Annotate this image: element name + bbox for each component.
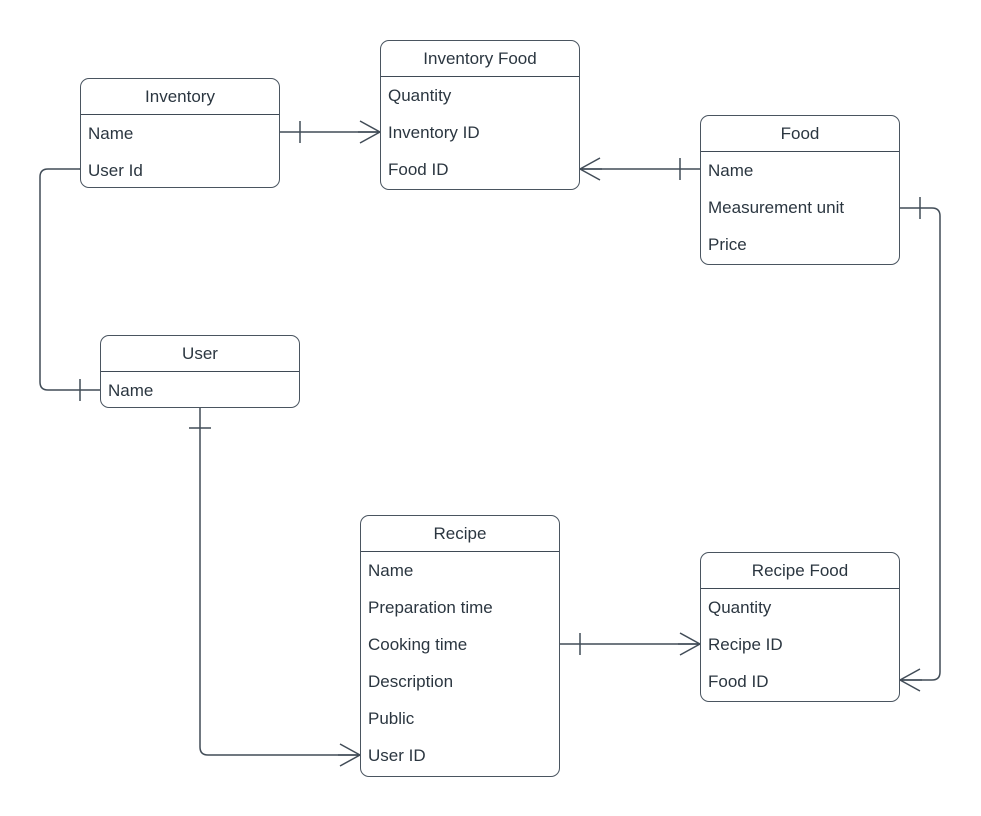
entity-title-recipe-food: Recipe Food [701, 553, 899, 589]
cardinality-many-crowsfoot-recipe-userid [338, 743, 361, 767]
attribute-row: Cooking time [368, 635, 468, 654]
attribute-row: Name [708, 161, 754, 180]
attribute-row: Price [708, 235, 747, 254]
entity-attributes-inventory: Name User Id [81, 115, 279, 189]
attribute-row: User ID [368, 746, 426, 765]
entity-recipe-food[interactable]: Recipe Food Quantity Recipe ID Food ID [700, 552, 900, 702]
entity-attributes-recipe-food: Quantity Recipe ID Food ID [701, 589, 899, 700]
attribute-row: Recipe ID [708, 635, 783, 654]
connector-inventory-food-to-food[interactable] [579, 157, 700, 181]
connector-recipe-to-recipe-food[interactable] [560, 632, 701, 656]
attribute-row: Preparation time [368, 598, 493, 617]
entity-title-inventory-food: Inventory Food [381, 41, 579, 77]
connector-food-to-recipe-food[interactable] [899, 197, 941, 692]
entity-title-inventory: Inventory [81, 79, 279, 115]
connector-inventory-to-inventory-food[interactable] [280, 120, 381, 144]
entity-food[interactable]: Food Name Measurement unit Price [700, 115, 900, 265]
entity-title-food: Food [701, 116, 899, 152]
entity-user[interactable]: User Name [100, 335, 300, 408]
attribute-row: Quantity [388, 86, 452, 105]
entity-attributes-user: Name [101, 372, 299, 409]
attribute-row: Quantity [708, 598, 772, 617]
entity-inventory[interactable]: Inventory Name User Id [80, 78, 280, 188]
attribute-row: Public [368, 709, 415, 728]
entity-attributes-inventory-food: Quantity Inventory ID Food ID [381, 77, 579, 188]
attribute-row: Inventory ID [388, 123, 480, 142]
entity-title-user: User [101, 336, 299, 372]
cardinality-many-crowsfoot-inventory-food [358, 120, 381, 144]
attribute-row: Food ID [708, 672, 769, 691]
entity-attributes-recipe: Name Preparation time Cooking time Descr… [361, 552, 559, 774]
entity-attributes-food: Name Measurement unit Price [701, 152, 899, 263]
attribute-row: Food ID [388, 160, 449, 179]
cardinality-many-crowsfoot-inventory-food-right [579, 157, 602, 181]
cardinality-many-crowsfoot-recipe-food-foodid [899, 668, 922, 692]
entity-inventory-food[interactable]: Inventory Food Quantity Inventory ID Foo… [380, 40, 580, 190]
attribute-row: Description [368, 672, 454, 691]
attribute-row: Name [368, 561, 414, 580]
attribute-row: Name [108, 381, 154, 400]
cardinality-many-crowsfoot-recipe-food-left [678, 632, 701, 656]
entity-title-recipe: Recipe [361, 516, 559, 552]
entity-recipe[interactable]: Recipe Name Preparation time Cooking tim… [360, 515, 560, 777]
connector-inventory-to-user[interactable] [39, 157, 102, 401]
connector-user-to-recipe[interactable] [189, 408, 361, 767]
attribute-row: Measurement unit [708, 198, 845, 217]
attribute-row: User Id [88, 161, 143, 180]
attribute-row: Name [88, 124, 134, 143]
